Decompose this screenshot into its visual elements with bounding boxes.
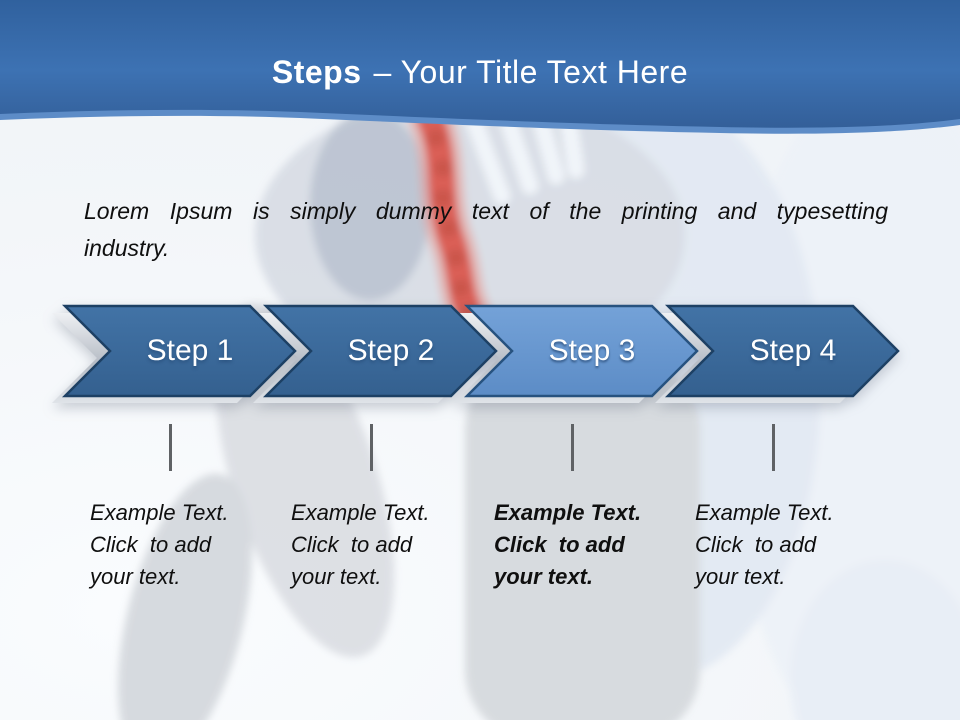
- steps-chevron-band: [52, 304, 900, 403]
- step-3-caption[interactable]: Example Text. Click to add your text.: [494, 497, 699, 593]
- intro-text-box[interactable]: Lorem Ipsum is simply dummy text of the …: [84, 193, 888, 267]
- caption-line: Click to add: [494, 532, 625, 557]
- caption-line: Example Text.: [90, 500, 229, 525]
- caption-line: Example Text.: [695, 500, 834, 525]
- caption-line: Click to add: [90, 532, 212, 557]
- step-4-label[interactable]: Step 4: [749, 334, 837, 367]
- figure-torso: [465, 360, 700, 720]
- step-2-tick-mark: [370, 424, 373, 471]
- intro-line-2: industry.: [84, 235, 170, 261]
- slide-title[interactable]: Steps – Your Title Text Here: [0, 54, 960, 91]
- step-4-caption[interactable]: Example Text. Click to add your text.: [695, 497, 900, 593]
- step-1-tick-mark: [169, 424, 172, 471]
- figure-left-forearm: [118, 473, 252, 720]
- caption-line: your text.: [695, 564, 786, 589]
- slide-title-keyword: Steps: [271, 54, 362, 90]
- step-1-label[interactable]: Step 1: [146, 334, 234, 367]
- chevron-step-3[interactable]: [463, 304, 699, 398]
- caption-line: your text.: [90, 564, 181, 589]
- caption-line: Click to add: [695, 532, 817, 557]
- step-2-label[interactable]: Step 2: [347, 334, 435, 367]
- slide-title-rest: – Your Title Text Here: [373, 54, 689, 90]
- caption-line: Example Text.: [291, 500, 430, 525]
- chevron-step-2[interactable]: [262, 304, 498, 398]
- step-4-tick-mark: [772, 424, 775, 471]
- caption-line: Example Text.: [494, 500, 642, 525]
- caption-line: Click to add: [291, 532, 413, 557]
- chevron-step-4[interactable]: [664, 304, 900, 398]
- step-2-caption[interactable]: Example Text. Click to add your text.: [291, 497, 496, 593]
- chevron-step-1[interactable]: [61, 304, 297, 398]
- step-1-caption[interactable]: Example Text. Click to add your text.: [90, 497, 295, 593]
- header-wave: [0, 0, 960, 128]
- intro-line-1: Lorem Ipsum is simply dummy text of the …: [84, 198, 888, 224]
- caption-line: your text.: [494, 564, 594, 589]
- title-bar: [0, 0, 960, 134]
- figure-left-shade: [310, 110, 430, 300]
- caption-line: your text.: [291, 564, 382, 589]
- step-3-label[interactable]: Step 3: [548, 334, 636, 367]
- figure-left-upper-arm: [215, 302, 395, 658]
- step-3-tick-mark: [571, 424, 574, 471]
- figure-right-leg: [790, 560, 960, 720]
